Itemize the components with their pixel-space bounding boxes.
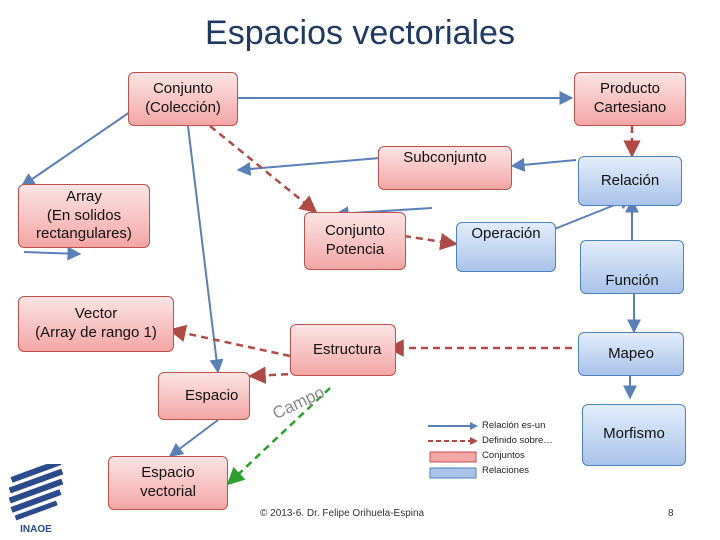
edge-conjunto-array — [20, 111, 131, 187]
edge-conjunto-espacio — [187, 125, 224, 374]
page-number: 8 — [668, 508, 674, 519]
node-subconjunto: Subconjunto — [378, 146, 512, 190]
node-mapeo: Mapeo — [578, 332, 684, 376]
node-conjunto: Conjunto (Colección) — [128, 72, 238, 126]
edge-conjunto-potencia — [209, 125, 318, 214]
node-morfismo: Morfismo — [582, 404, 686, 466]
node-array: Array (En solidos rectangulares) — [18, 184, 150, 248]
node-espacio-vectorial: Espacio vectorial — [108, 456, 228, 510]
node-conjunto-potencia: Conjunto Potencia — [304, 212, 406, 270]
node-vector: Vector (Array de rango 1) — [18, 296, 174, 352]
node-operacion: Operación — [456, 222, 556, 272]
node-funcion: Función — [580, 240, 684, 294]
legend-is-a: Relación es-un — [482, 420, 546, 431]
edge-array-vector — [23, 246, 82, 261]
edge-potencia-operacion — [403, 232, 458, 251]
node-producto-cartesiano: Producto Cartesiano — [574, 72, 686, 126]
inaoe-logo: INAOE — [8, 464, 64, 535]
legend: Relación es-un Definido sobre… Conjuntos… — [426, 418, 586, 492]
is-a-arrows — [20, 91, 641, 457]
edge-estructura-vector — [168, 324, 291, 358]
node-estructura: Estructura — [290, 324, 396, 376]
node-relacion: Relación — [578, 156, 682, 206]
legend-sets: Conjuntos — [482, 450, 525, 461]
edge-subconjunto-conjunto — [236, 157, 381, 176]
node-espacio: Espacio — [158, 372, 250, 420]
svg-text:INAOE: INAOE — [20, 524, 52, 535]
slide-title: Espacios vectoriales — [205, 14, 515, 52]
edge-relacion-subconjunto — [510, 157, 577, 172]
footer-copyright: © 2013-6. Dr. Felipe Orihuela-Espina — [260, 508, 425, 519]
edge-espacio-vectorial — [168, 419, 219, 457]
legend-swatches — [428, 422, 478, 479]
legend-relations: Relaciones — [482, 465, 529, 476]
legend-defined-on: Definido sobre… — [482, 435, 553, 446]
